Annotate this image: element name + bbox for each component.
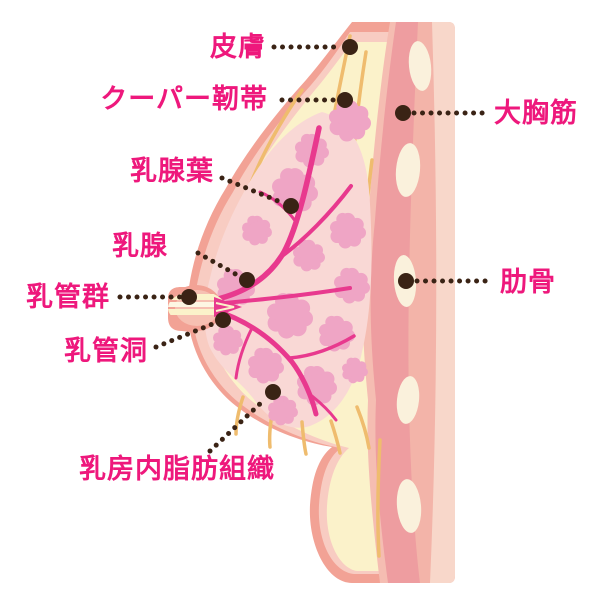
label-lactiferous-sinus: 乳管洞 [64, 336, 148, 367]
label-intramammary-fat: 乳房内脂肪組織 [79, 454, 275, 485]
leader-dot-gland [239, 272, 255, 288]
label-milk-duct-group: 乳管群 [26, 282, 110, 313]
label-coopers-ligament: クーパー靭帯 [100, 84, 268, 115]
label-mammary-gland: 乳腺 [112, 231, 168, 262]
rib-shape [395, 143, 421, 197]
leader-dot-sinus [215, 312, 231, 328]
label-mammary-lobe: 乳腺葉 [130, 156, 214, 187]
rib-shape [396, 479, 422, 533]
leader-gland [195, 250, 242, 279]
label-rib: 肋骨 [500, 267, 556, 298]
leader-dot-pectoralis [395, 105, 411, 121]
leader-lines [117, 44, 496, 454]
leader-dot-ducts [181, 289, 197, 305]
leader-sinus [153, 320, 218, 350]
rib-shape [408, 41, 432, 91]
label-pectoralis-major: 大胸筋 [494, 98, 578, 129]
leader-dot-coopers [337, 92, 353, 108]
leader-dot-fat [265, 384, 281, 400]
rib-shape [396, 376, 420, 424]
leader-dot-rib [398, 273, 414, 289]
coopers-ligaments-lower [234, 395, 382, 558]
leader-dot-skin [342, 39, 358, 55]
label-skin: 皮膚 [210, 32, 266, 63]
leader-fat [207, 397, 267, 454]
leader-end-dots [181, 39, 414, 400]
leader-lobe [219, 175, 286, 206]
leader-dot-lobe [283, 198, 299, 214]
